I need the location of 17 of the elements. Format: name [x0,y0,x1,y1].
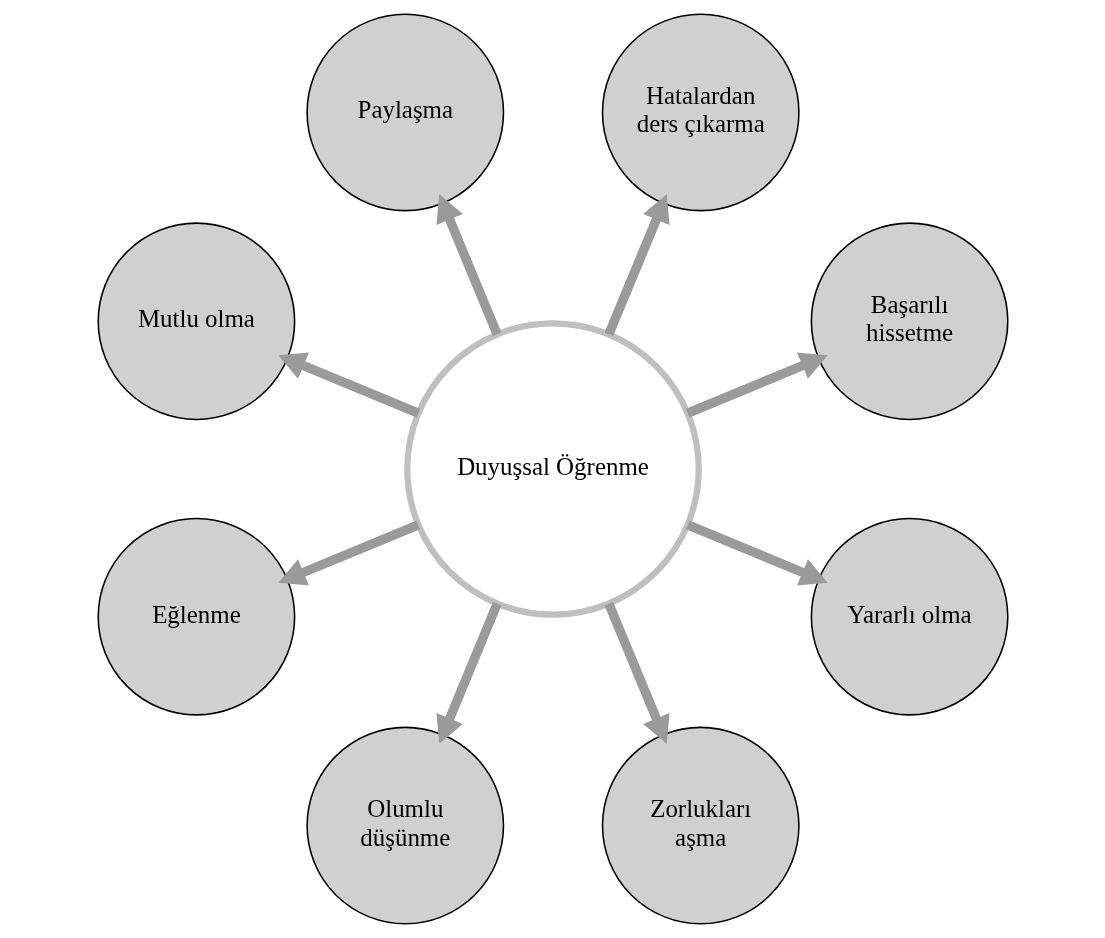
node-circle: Zorlukları aşma [601,726,800,925]
node-circle: Olumlu düşünme [305,726,504,925]
node-circle: Hatalardan ders çıkarma [601,13,800,212]
node-circle: Mutlu olma [96,222,295,421]
arrow [604,602,670,744]
arrow [277,520,420,586]
arrow [435,602,501,744]
node-circle: Başarılı hissetme [810,222,1009,421]
arrow [277,352,420,418]
arrow [685,520,828,586]
arrow [604,194,670,336]
node-circle: Paylaşma [305,13,504,212]
node-circle: Duyuşsal Öğrenme [403,320,702,618]
node-circle: Yararlı olma [810,517,1009,716]
arrow [685,352,828,418]
arrow [435,194,501,336]
node-circle: Eğlenme [96,517,295,716]
